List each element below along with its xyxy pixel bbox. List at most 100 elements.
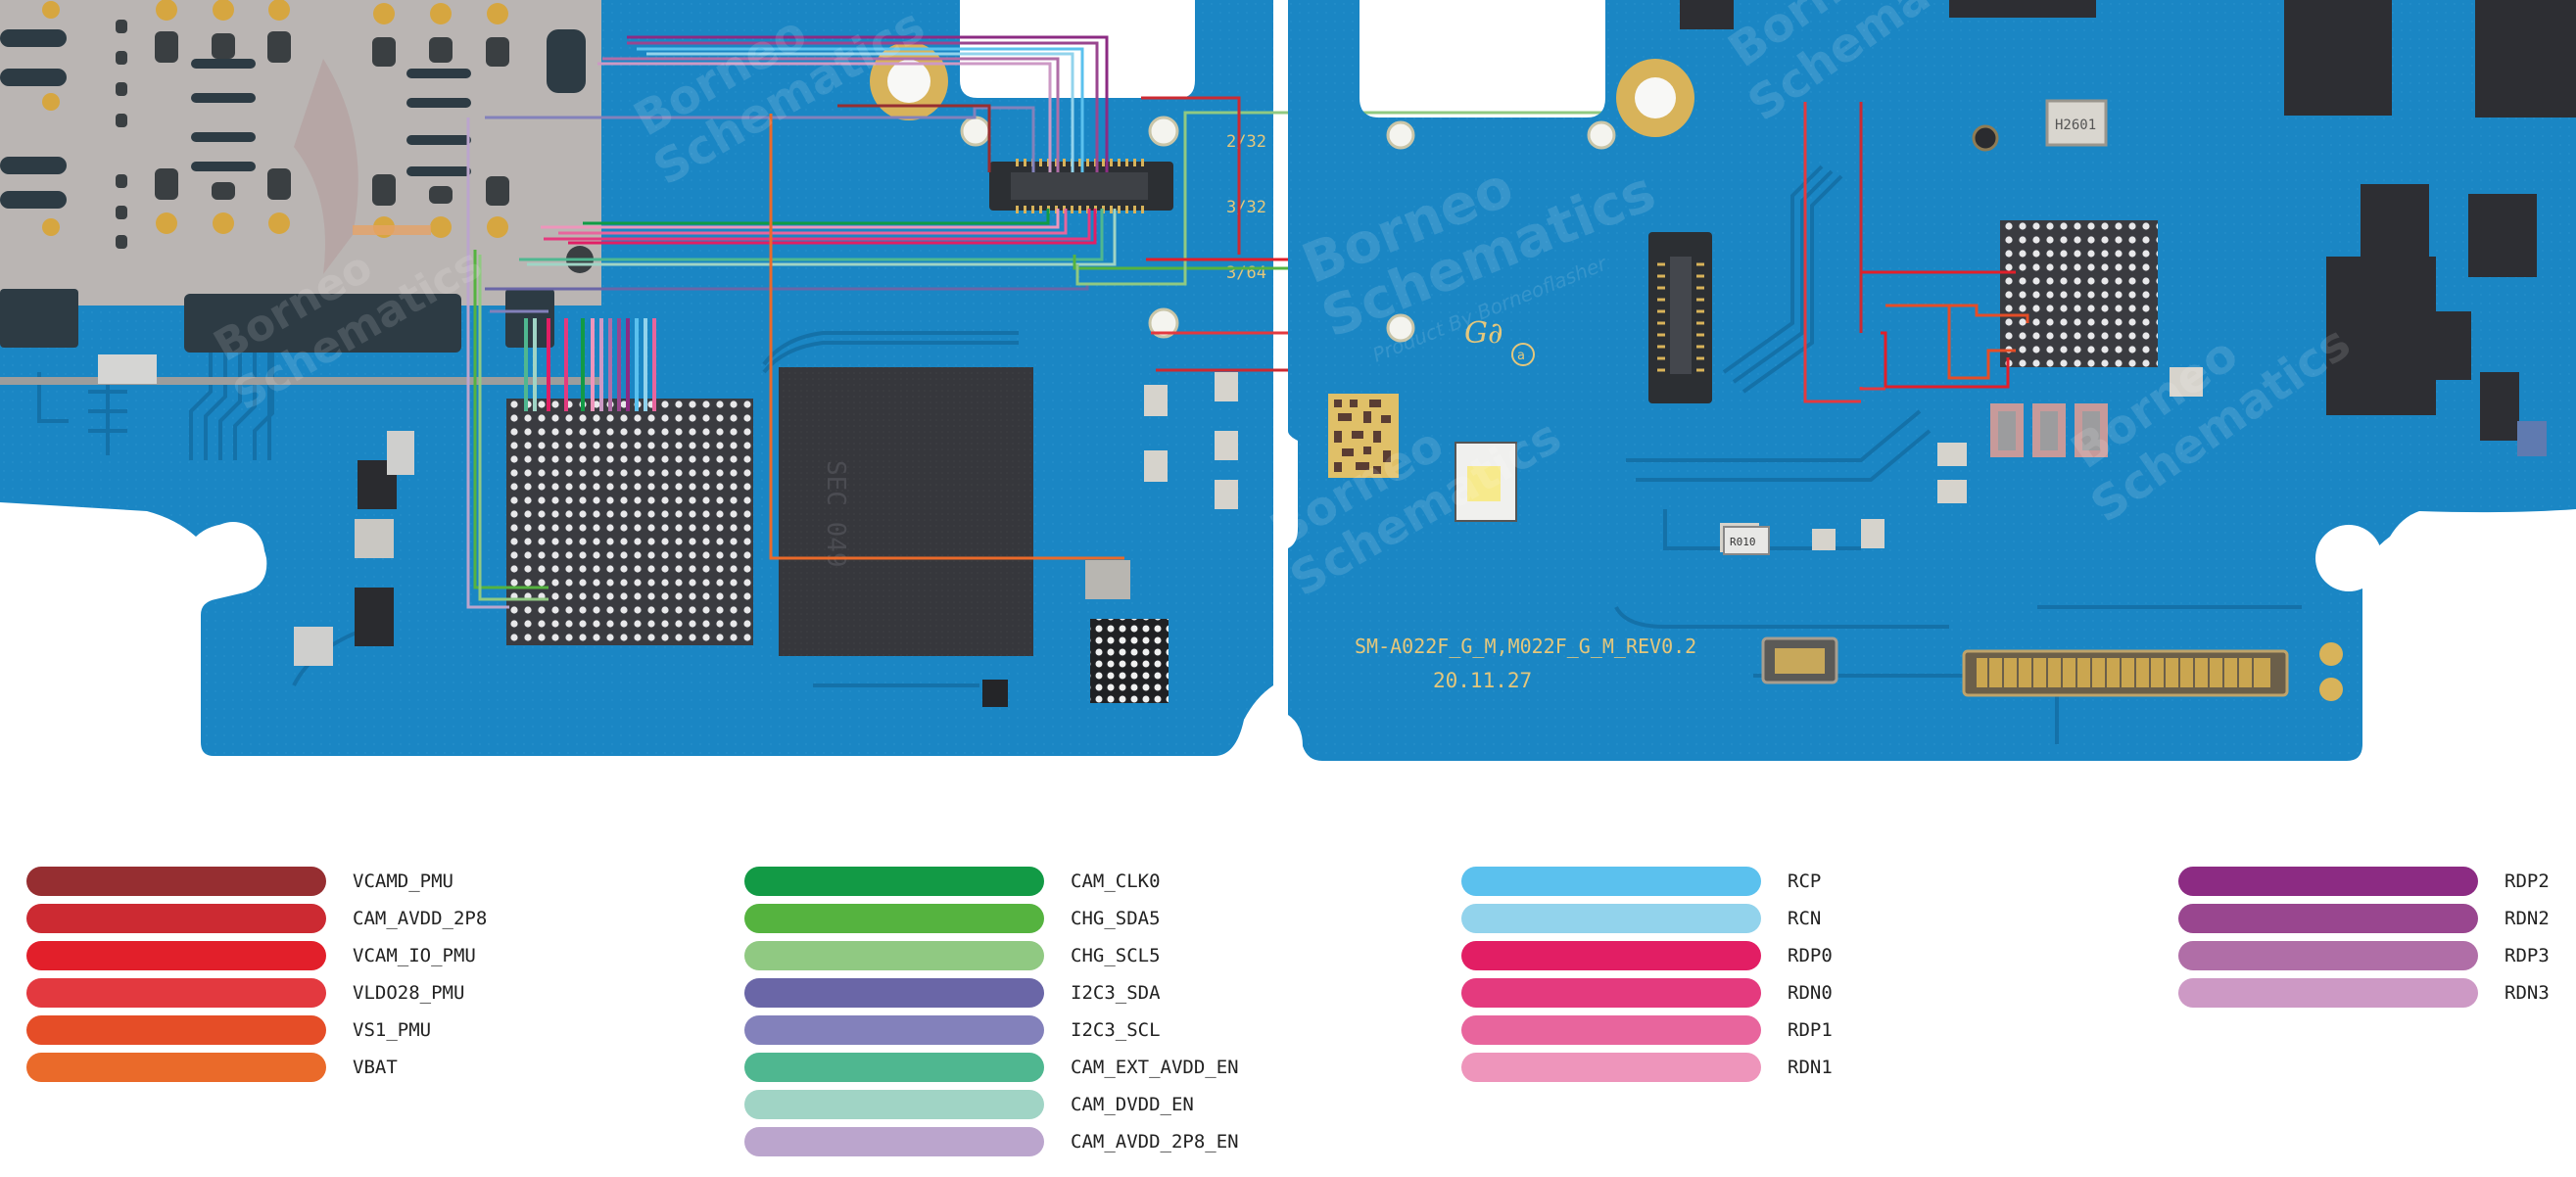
- blue-sensor: [2517, 421, 2547, 456]
- legend-item: RDP3: [2178, 941, 2550, 970]
- svg-text:H2601: H2601: [2055, 118, 2096, 133]
- sim-card-tray: [0, 0, 601, 385]
- legend-color-swatch: [1461, 1053, 1761, 1082]
- legend-label: CHG_SCL5: [1071, 945, 1161, 966]
- legend-color-swatch: [744, 1127, 1044, 1156]
- legend-item: CHG_SCL5: [744, 941, 1161, 970]
- legend-label: I2C3_SCL: [1071, 1019, 1161, 1041]
- legend-item: CAM_AVDD_2P8: [26, 904, 487, 933]
- flash-led: [1455, 442, 1517, 522]
- legend-color-swatch: [26, 867, 326, 896]
- components-right: [1680, 0, 2576, 441]
- legend-color-swatch: [26, 904, 326, 933]
- board-model-silkscreen: SM-A022F_G_M,M022F_G_M_REV0.2: [1355, 635, 1696, 658]
- cpu-bga-footprint: [506, 399, 753, 645]
- legend-item: VS1_PMU: [26, 1015, 431, 1045]
- legend-item: RCP: [1461, 867, 1821, 896]
- legend-item: RDP1: [1461, 1015, 1833, 1045]
- legend-color-swatch: [2178, 941, 2478, 970]
- legend-label: RCP: [1788, 871, 1822, 892]
- legend-item: VCAM_IO_PMU: [26, 941, 476, 970]
- legend-color-swatch: [2178, 867, 2478, 896]
- legend-label: CAM_CLK0: [1071, 871, 1161, 892]
- legend-item: RDN1: [1461, 1053, 1833, 1082]
- components-left: [294, 225, 1238, 707]
- legend-label: CAM_AVDD_2P8_EN: [1071, 1131, 1239, 1153]
- legend-color-swatch: [26, 1053, 326, 1082]
- legend-color-swatch: [1461, 978, 1761, 1008]
- screw-label-2: 3/32: [1226, 198, 1266, 217]
- legend-color-swatch: [744, 867, 1044, 896]
- legend-item: CAM_AVDD_2P8_EN: [744, 1127, 1239, 1156]
- legend-label: RDP0: [1788, 945, 1833, 966]
- legend-color-swatch: [26, 978, 326, 1008]
- sense-resistor: R010: [1723, 526, 1770, 555]
- vertical-connector: [1648, 232, 1712, 403]
- legend-color-swatch: [744, 978, 1044, 1008]
- net-traces-right: [1803, 102, 2029, 403]
- legend-label: VCAM_IO_PMU: [353, 945, 476, 966]
- legend-item: CAM_CLK0: [744, 867, 1161, 896]
- legend-color-swatch: [1461, 941, 1761, 970]
- legend-label: VCAMD_PMU: [353, 871, 453, 892]
- legend-color-swatch: [744, 904, 1044, 933]
- bga-drop-traces: [524, 318, 656, 411]
- legend-item: I2C3_SCL: [744, 1015, 1161, 1045]
- legend-label: RDN1: [1788, 1057, 1833, 1078]
- display-connector: [1962, 649, 2289, 697]
- battery-connector: [1761, 636, 1838, 684]
- legend-color-swatch: [744, 1090, 1044, 1119]
- board-date-silkscreen: 20.11.27: [1433, 669, 1532, 692]
- small-bga-footprint: [1090, 619, 1169, 703]
- svg-text:a: a: [1517, 349, 1525, 363]
- memory-chip: SEC 049: [779, 367, 1033, 656]
- legend-color-swatch: [744, 1015, 1044, 1045]
- legend-label: RDN3: [2504, 982, 2550, 1004]
- legend-label: RDN2: [2504, 908, 2550, 929]
- legend-label: CAM_EXT_AVDD_EN: [1071, 1057, 1239, 1078]
- screw-label-3: 3/64: [1226, 263, 1266, 283]
- legend-color-swatch: [1461, 1015, 1761, 1045]
- legend-item: RDP2: [2178, 867, 2550, 896]
- crystal-oscillator: H2601: [2045, 99, 2108, 147]
- legend-label: RDP3: [2504, 945, 2550, 966]
- legend-item: CHG_SDA5: [744, 904, 1161, 933]
- qr-code: [1328, 394, 1399, 478]
- legend-item: CAM_EXT_AVDD_EN: [744, 1053, 1239, 1082]
- legend-label: RDP1: [1788, 1019, 1833, 1041]
- legend-item: VCAMD_PMU: [26, 867, 453, 896]
- legend-label: RDP2: [2504, 871, 2550, 892]
- legend-item: VBAT: [26, 1053, 398, 1082]
- mounting-notch-right: [2315, 525, 2382, 591]
- legend-item: RDN2: [2178, 904, 2550, 933]
- pcb-board-view: 2/32 3/32 3/64 SEC 049: [0, 0, 2576, 761]
- legend-item: RDN3: [2178, 978, 2550, 1008]
- legend-color-swatch: [2178, 904, 2478, 933]
- legend-color-swatch: [26, 941, 326, 970]
- legend-color-swatch: [26, 1015, 326, 1045]
- legend-item: RCN: [1461, 904, 1821, 933]
- legend-color-swatch: [1461, 904, 1761, 933]
- power-inductors: [1990, 403, 2108, 457]
- svg-text:R010: R010: [1730, 536, 1756, 548]
- legend-label: RDN0: [1788, 982, 1833, 1004]
- legend-label: RCN: [1788, 908, 1822, 929]
- legend-label: CAM_AVDD_2P8: [353, 908, 488, 929]
- legend-label: CHG_SDA5: [1071, 908, 1161, 929]
- legend-color-swatch: [1461, 867, 1761, 896]
- svg-text:SEC 049: SEC 049: [821, 460, 850, 568]
- legend-item: VLDO28_PMU: [26, 978, 464, 1008]
- legend-label: VS1_PMU: [353, 1019, 432, 1041]
- manufacturer-logo: G∂: [1464, 316, 1503, 351]
- legend-label: CAM_DVDD_EN: [1071, 1094, 1194, 1115]
- legend-color-swatch: [744, 941, 1044, 970]
- camera-connector: [989, 159, 1173, 213]
- pmic-bga-footprint: [2000, 220, 2158, 367]
- legend-color-swatch: [744, 1053, 1044, 1082]
- screw-label-1: 2/32: [1226, 132, 1266, 152]
- right-board: G∂ a H2601: [1288, 0, 2576, 761]
- legend-label: VBAT: [353, 1057, 398, 1078]
- right-board-outline: [1288, 0, 2576, 761]
- legend-item: I2C3_SDA: [744, 978, 1161, 1008]
- mounting-notch: [202, 522, 264, 585]
